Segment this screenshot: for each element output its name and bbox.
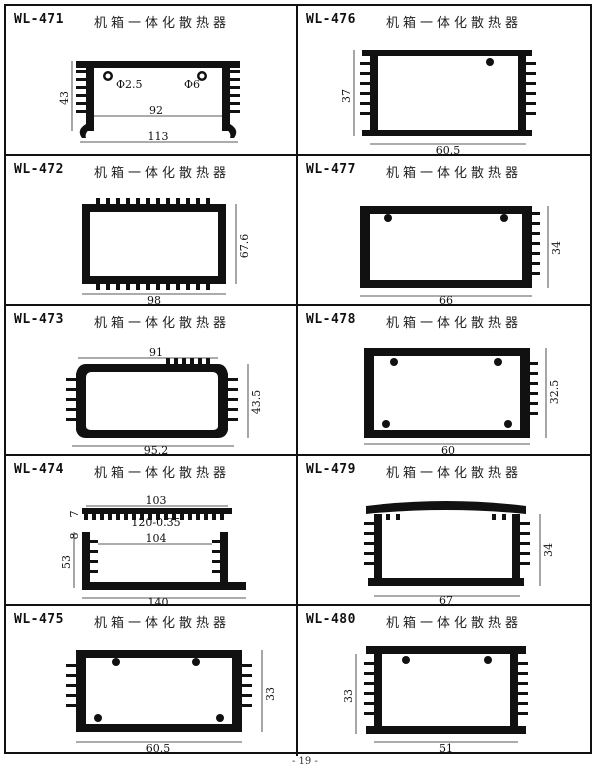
model-description: 机箱一体化散热器 <box>94 466 231 481</box>
cell-wl-476: 60.5 37 WL-476 机箱一体化散热器 <box>298 6 590 156</box>
dim-height: 67.6 <box>238 234 251 259</box>
dim-hole-b: Φ6 <box>184 78 200 91</box>
cell-wl-474: 103 120-0.35 104 140 53 7 8 WL-474 机箱一体化… <box>6 456 298 606</box>
model-number: WL-476 <box>306 12 356 27</box>
model-description: 机箱一体化散热器 <box>386 466 523 481</box>
profile-shape <box>364 501 530 586</box>
cell-wl-480: 51 33 WL-480 机箱一体化散热器 <box>298 606 590 756</box>
page-number: - 19 - <box>292 756 318 767</box>
dim-height: 37 <box>340 89 353 103</box>
dim-width: 60.5 <box>146 742 171 755</box>
dim-width: 113 <box>148 130 169 143</box>
dim-height: 53 <box>60 555 73 569</box>
profile-shape <box>364 646 528 734</box>
dim-inner: 92 <box>149 104 163 117</box>
cell-wl-477: 66 34 WL-477 机箱一体化散热器 <box>298 156 590 306</box>
dim-h-mid: 8 <box>68 533 81 540</box>
model-number: WL-471 <box>14 12 64 27</box>
dim-note: 120-0.35 <box>131 516 180 529</box>
cell-wl-479: 67 34 WL-479 机箱一体化散热器 <box>298 456 590 606</box>
dim-height: 43 <box>58 91 71 105</box>
dim-hole-a: Φ2.5 <box>116 78 143 91</box>
dim-width: 95.2 <box>144 444 169 456</box>
profile-drawing-wl-476: 60.5 37 <box>340 50 536 156</box>
profile-drawing-wl-472: 98 67.6 <box>82 198 251 306</box>
dim-width: 98 <box>147 294 161 306</box>
profile-shape <box>82 198 226 290</box>
profile-shape <box>76 61 240 138</box>
dim-h-small: 7 <box>68 511 81 518</box>
model-description: 机箱一体化散热器 <box>386 616 523 631</box>
profile-shape <box>66 358 238 438</box>
dim-height: 43.5 <box>250 390 263 415</box>
model-number: WL-475 <box>14 612 64 627</box>
model-description: 机箱一体化散热器 <box>386 166 523 181</box>
profile-drawing-wl-478: 60 32.5 <box>364 348 561 456</box>
profile-drawing-wl-479: 67 34 <box>364 501 555 606</box>
model-description: 机箱一体化散热器 <box>94 166 231 181</box>
cell-wl-475: 60.5 33 WL-475 机箱一体化散热器 <box>6 606 298 756</box>
profile-drawing-wl-480: 51 33 <box>342 646 528 755</box>
model-number: WL-480 <box>306 612 356 627</box>
cell-wl-473: 91 95.2 43.5 WL-473 机箱一体化散热器 <box>6 306 298 456</box>
dim-width: 66 <box>439 294 453 306</box>
dim-top: 103 <box>146 494 167 507</box>
profile-shape <box>66 650 252 732</box>
cell-wl-478: 60 32.5 WL-478 机箱一体化散热器 <box>298 306 590 456</box>
dim-width: 51 <box>439 742 453 755</box>
dim-height: 32.5 <box>548 380 561 405</box>
model-number: WL-479 <box>306 462 356 477</box>
dim-height: 34 <box>542 543 555 557</box>
profile-drawing-wl-471: 92 113 43 Φ2.5 Φ6 <box>58 61 240 143</box>
model-number: WL-473 <box>14 312 64 327</box>
cell-wl-472: 98 67.6 WL-472 机箱一体化散热器 <box>6 156 298 306</box>
dim-height: 33 <box>264 687 277 701</box>
model-number: WL-478 <box>306 312 356 327</box>
model-description: 机箱一体化散热器 <box>386 16 523 31</box>
profile-drawing-wl-474: 103 120-0.35 104 140 53 7 8 <box>60 494 246 606</box>
dim-inner: 104 <box>146 532 167 545</box>
profile-drawing-wl-473: 91 95.2 43.5 <box>66 346 263 456</box>
dim-height: 33 <box>342 689 355 703</box>
model-number: WL-474 <box>14 462 64 477</box>
dim-width: 67 <box>439 594 453 606</box>
dim-width: 140 <box>148 596 169 606</box>
dim-top: 91 <box>149 346 163 359</box>
dim-width: 60 <box>441 444 455 456</box>
dim-height: 34 <box>550 241 563 255</box>
dim-width: 60.5 <box>436 144 461 156</box>
profile-shape <box>364 348 538 438</box>
model-description: 机箱一体化散热器 <box>94 16 231 31</box>
profile-shape <box>360 206 540 288</box>
model-number: WL-472 <box>14 162 64 177</box>
model-description: 机箱一体化散热器 <box>94 616 231 631</box>
profile-drawing-wl-477: 66 34 <box>360 206 563 306</box>
model-number: WL-477 <box>306 162 356 177</box>
catalog-grid: 92 113 43 Φ2.5 Φ6 WL-471 机箱一体化散热器 <box>4 4 592 756</box>
model-description: 机箱一体化散热器 <box>94 316 231 331</box>
profile-drawing-wl-475: 60.5 33 <box>66 650 277 755</box>
cell-wl-471: 92 113 43 Φ2.5 Φ6 WL-471 机箱一体化散热器 <box>6 6 298 156</box>
profile-shape <box>82 508 246 590</box>
model-description: 机箱一体化散热器 <box>386 316 523 331</box>
profile-shape <box>360 50 536 136</box>
